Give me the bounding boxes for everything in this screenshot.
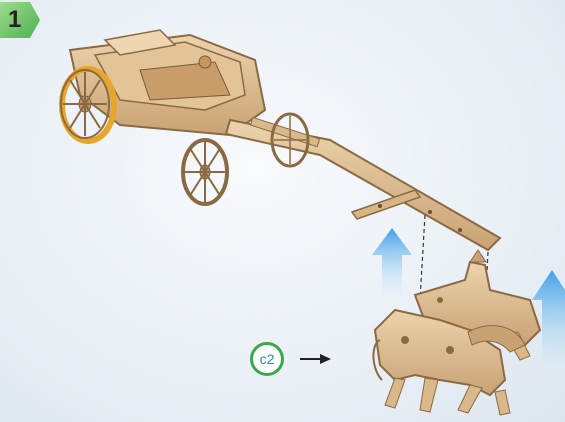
side-wheel	[272, 114, 308, 166]
up-arrow-icon	[372, 228, 412, 295]
part-callout: c2	[250, 342, 284, 376]
right-arrow-icon	[300, 354, 331, 364]
callout-label: c2	[260, 352, 275, 366]
front-wheel	[183, 140, 227, 204]
guide-line	[420, 215, 425, 300]
